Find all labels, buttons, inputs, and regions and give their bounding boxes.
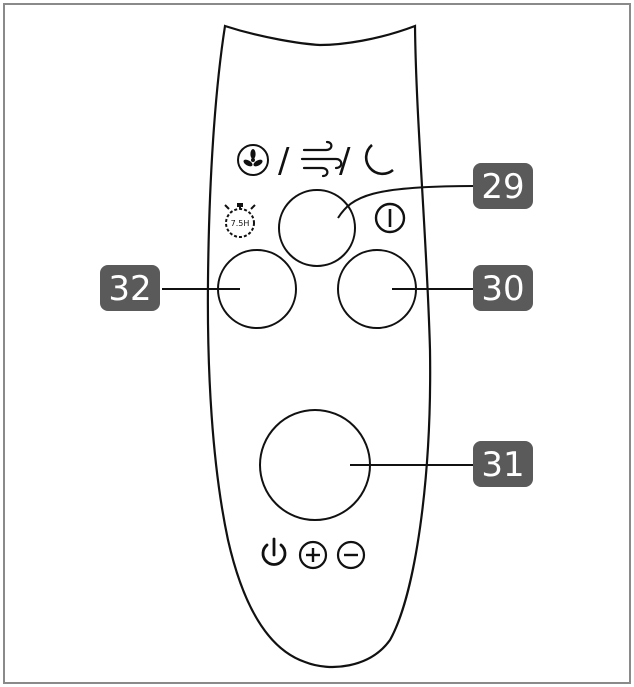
timer-icon: 7.5H	[224, 203, 256, 238]
callout-31: 31	[473, 441, 533, 487]
mode-icons: / /	[237, 140, 394, 181]
leader-line-29	[337, 185, 476, 219]
minus-icon	[336, 540, 366, 570]
power-icons	[261, 537, 366, 570]
remote-body	[206, 24, 432, 668]
mode-separator-1: /	[278, 141, 290, 181]
diagram-frame	[3, 3, 631, 684]
fan-icon	[237, 144, 269, 176]
oscillation-icon	[374, 202, 406, 234]
callout-label-32: 32	[108, 269, 151, 309]
callout-30: 30	[473, 265, 533, 311]
callout-32: 32	[100, 265, 160, 311]
callout-label-29: 29	[481, 167, 524, 207]
plus-icon	[298, 540, 328, 570]
wind-icon	[300, 140, 343, 178]
mode-separator-2: /	[339, 141, 351, 181]
callout-29: 29	[473, 163, 533, 209]
timer-label: 7.5H	[231, 219, 250, 228]
mode-button[interactable]	[278, 189, 356, 267]
power-icon	[261, 537, 287, 566]
callout-label-30: 30	[481, 269, 524, 309]
moon-icon	[364, 144, 394, 176]
callout-label-31: 31	[481, 445, 524, 485]
